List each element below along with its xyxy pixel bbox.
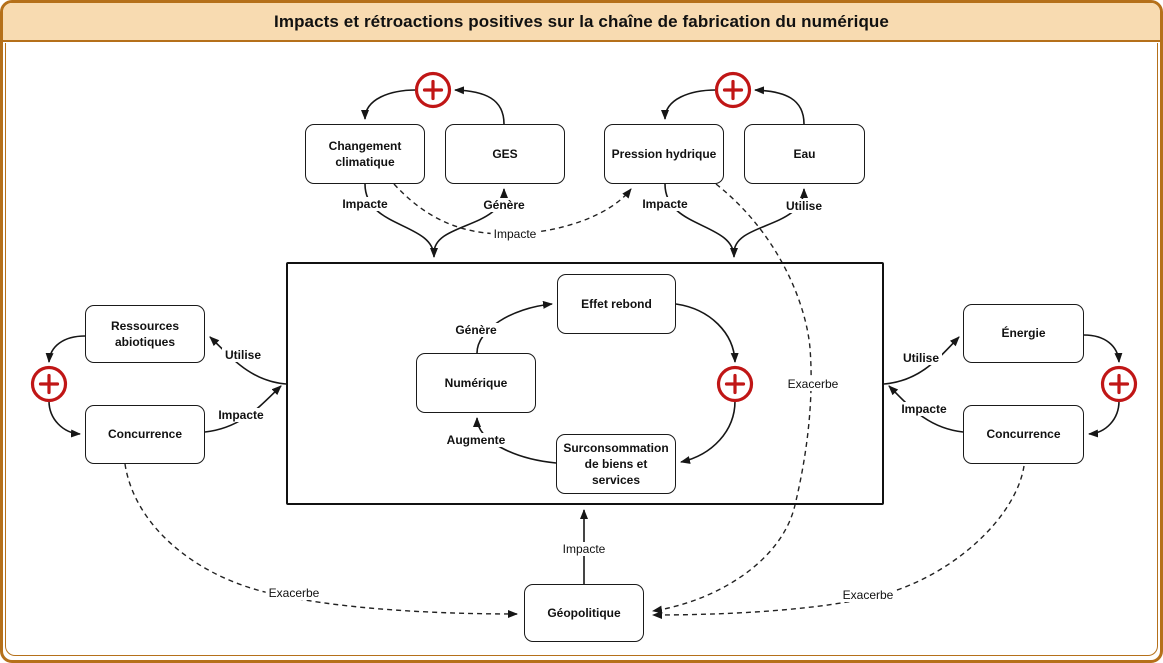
edge-label-genere: Génère (452, 323, 500, 337)
node-label: GES (492, 146, 518, 161)
content-panel-border (5, 43, 1158, 656)
node-effet-rebond: Effet rebond (557, 274, 676, 334)
positive-loop-icon (716, 365, 754, 403)
node-label: Pression hydrique (611, 146, 717, 161)
edge-label-utilise: Utilise (899, 351, 943, 365)
edge-plus-to-surconsommation (680, 400, 736, 464)
edge-label-utilise: Utilise (221, 348, 265, 362)
edge-label-utilise: Utilise (782, 199, 826, 213)
positive-loop-icon (414, 71, 452, 109)
page-title: Impacts et rétroactions positives sur la… (274, 11, 889, 31)
node-label: abiotiques (114, 335, 175, 349)
node-ressources-abiotiques: Ressources abiotiques (85, 305, 205, 363)
numerique-system-box (286, 262, 884, 505)
positive-loop-icon (30, 365, 68, 403)
node-label: Ressources (110, 318, 180, 333)
positive-loop-icon (1100, 365, 1138, 403)
edge-surconsommation-augmente-numerique (473, 417, 557, 464)
edge-effet-to-plus (675, 303, 739, 363)
node-label: Changement (328, 138, 402, 153)
edge-ges-to-plus (454, 86, 505, 125)
edge-pression-exacerbe-geopolitique-dashed (652, 183, 812, 614)
edge-plus-to-concurrence-left (48, 400, 81, 438)
node-surconsommation: Surconsommation de biens et services (556, 434, 676, 494)
node-label: Numérique (444, 375, 508, 390)
node-ges: GES (445, 124, 565, 184)
edge-changement-impacte-box (364, 183, 438, 258)
edge-label-impacte: Impacte (559, 542, 609, 556)
title-bar: Impacts et rétroactions positives sur la… (3, 3, 1160, 42)
node-changement-climatique: Changement climatique (305, 124, 425, 184)
node-numerique: Numérique (416, 353, 536, 413)
edge-label-impacte: Impacte (215, 408, 267, 422)
node-label: Effet rebond (581, 296, 652, 311)
node-label: Énergie (1001, 326, 1046, 341)
edge-label-impacte: Impacte (490, 227, 540, 241)
edge-concurrence-right-exacerbe-geopolitique-dashed (652, 465, 1025, 619)
node-label: climatique (335, 155, 395, 169)
node-geopolitique: Géopolitique (524, 584, 644, 642)
node-concurrence-left: Concurrence (85, 405, 205, 464)
node-eau: Eau (744, 124, 865, 184)
diagram-canvas: Changement climatique GES Pression hydri… (3, 3, 1160, 660)
edge-box-utilise-energie (883, 336, 960, 385)
node-label: Concurrence (107, 427, 183, 442)
node-label: Eau (793, 146, 816, 161)
edge-label-exacerbe: Exacerbe (839, 588, 897, 602)
node-label: de biens et services (584, 456, 648, 488)
node-label: Surconsommation (563, 440, 669, 455)
positive-loop-icon (714, 71, 752, 109)
edge-label-impacte: Impacte (898, 402, 950, 416)
edge-label-impacte: Impacte (639, 197, 691, 211)
node-concurrence-right: Concurrence (963, 405, 1084, 464)
edge-pression-impacte-box (664, 183, 738, 258)
edge-label-impacte: Impacte (339, 197, 391, 211)
node-pression-hydrique: Pression hydrique (604, 124, 724, 184)
edge-label-exacerbe: Exacerbe (784, 377, 842, 391)
edge-box-utilise-ressources (209, 336, 287, 385)
edge-energie-to-plus (1083, 334, 1123, 363)
node-label: Concurrence (986, 427, 1061, 442)
edge-plus-to-changement (361, 89, 417, 120)
node-energie: Énergie (963, 304, 1084, 363)
edge-plus-to-pression (661, 89, 717, 120)
edge-label-exacerbe: Exacerbe (265, 586, 323, 600)
edge-plus-to-concurrence-right (1088, 400, 1120, 438)
edge-label-genere: Génère (480, 198, 528, 212)
edge-label-augmente: Augmente (443, 433, 509, 447)
edge-eau-to-plus (754, 86, 805, 125)
edge-ressources-to-plus (45, 335, 86, 363)
edge-numerique-genere-effet (476, 300, 553, 354)
edge-concurrence-left-exacerbe-geopolitique-dashed (124, 463, 518, 618)
node-label: Géopolitique (547, 605, 621, 620)
